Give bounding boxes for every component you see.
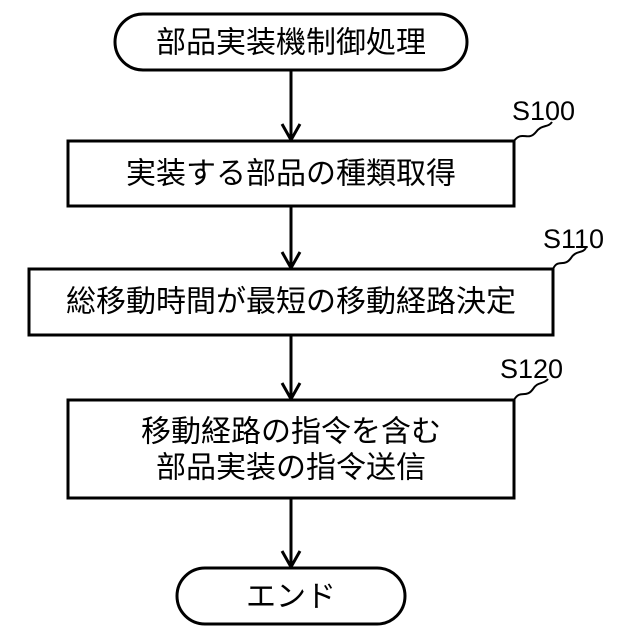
- step-s120-id-label: S120: [500, 354, 563, 384]
- connector-s110-to-s120: [282, 335, 300, 399]
- connector-s120-to-end: [282, 498, 300, 567]
- end-terminal-label: エンド: [246, 580, 336, 615]
- process-step-s100: 実装する部品の種類取得 S100: [68, 96, 575, 206]
- process-step-s110: 総移動時間が最短の移動経路決定 S110: [29, 224, 604, 335]
- process-step-s100-label: 実装する部品の種類取得: [126, 157, 456, 192]
- step-s110-id-label: S110: [543, 224, 604, 254]
- process-step-s120-label-line-2: 部品実装の指令送信: [156, 451, 426, 486]
- step-s100-id-label: S100: [512, 96, 575, 126]
- end-terminal: エンド: [177, 568, 405, 624]
- start-terminal: 部品実装機制御処理: [115, 14, 467, 70]
- start-terminal-label: 部品実装機制御処理: [156, 26, 426, 61]
- process-step-s120-label-line-1: 移動経路の指令を含む: [141, 415, 441, 450]
- connector-s100-to-s110: [282, 206, 300, 268]
- process-step-s110-label: 総移動時間が最短の移動経路決定: [66, 285, 516, 320]
- connector-start-to-s100: [282, 70, 300, 140]
- process-step-s120: 移動経路の指令を含む 部品実装の指令送信 S120: [68, 354, 563, 498]
